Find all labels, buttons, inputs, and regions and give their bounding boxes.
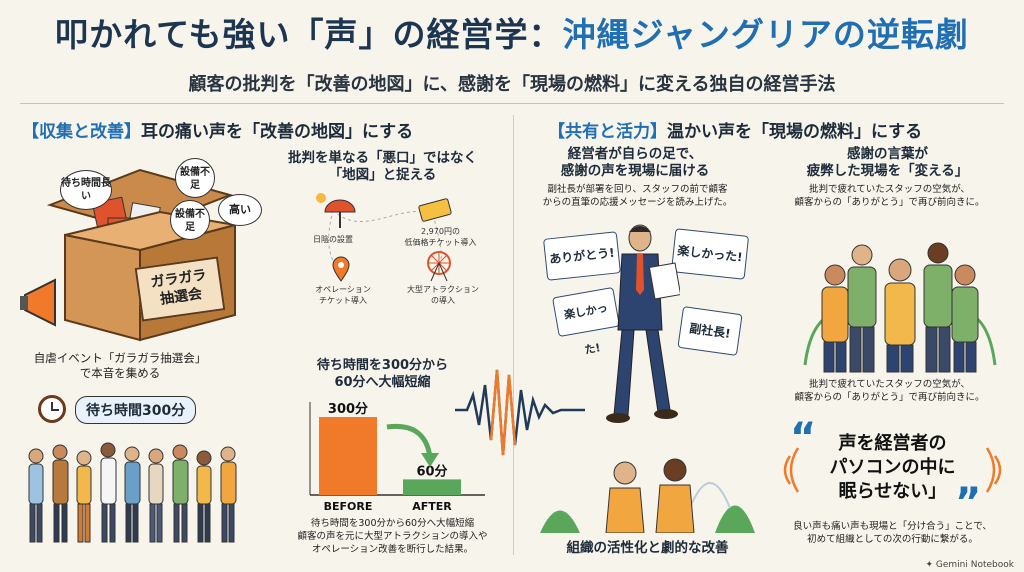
thanks-caption-top-line-2: 顧客からの「ありがとう」で再び前向きに。: [794, 197, 985, 208]
left-section-heading: 【収集と改善】耳の痛い声を「改善の地図」にする: [22, 117, 413, 142]
thanks-heading-line-2: 疲弊した現場を「変える」: [806, 163, 969, 179]
right-section-title: 温かい声を「現場の燃料」にする: [667, 122, 923, 142]
close-quote-mark: ”: [955, 480, 982, 526]
chart-heading: 待ち時間を300分から 60分へ大幅短縮: [300, 357, 465, 391]
map-item-label-4: 大型アトラクション の導入: [407, 285, 479, 305]
chart-heading-line-2: 60分へ大幅短縮: [334, 375, 431, 390]
thanks-caption-top: 批判で疲れていたスタッフの空気が、 顧客からの「ありがとう」で再び前向きに。: [782, 183, 997, 209]
bubble-facility-shortage-1: 設備不足: [175, 158, 215, 198]
category-label-after: AFTER: [412, 500, 452, 513]
box-sign: ガラガラ抽選会: [134, 256, 226, 322]
thanks-caption-bottom: 批判で疲れていたスタッフの空気が、 顧客からの「ありがとう」で再び前向きに。: [782, 378, 997, 404]
chart-caption-line-1: 待ち時間を300分から60分へ大幅短縮: [310, 518, 475, 529]
ticket-icon: [418, 198, 454, 222]
chart-caption-line-3: オペレーション改善を断行した結果。: [311, 544, 474, 555]
wait-time-chart-svg: 300分 BEFORE 60分 AFTER: [309, 401, 485, 513]
ceo-heading-line-1: 経営者が自らの足で、: [567, 146, 703, 162]
reduction-arrow-head-icon: [421, 453, 439, 467]
note-fun-2: 楽しかった!: [670, 228, 750, 280]
crowd-graphic: [28, 442, 237, 543]
category-label-before: BEFORE: [324, 500, 373, 513]
bar-after: [403, 479, 461, 495]
bubble-expensive: 高い: [218, 194, 262, 226]
event-caption-line-2: で本音を集める: [79, 366, 161, 380]
title-part-1: 叩かれても強い「声」の経営学：: [55, 15, 563, 54]
right-section-heading: 【共有と活力】温かい声を「現場の燃料」にする: [548, 117, 922, 142]
page-title: 叩かれても強い「声」の経営学：沖縄ジャングリアの逆転劇: [0, 8, 1024, 56]
ceo-heading: 経営者が自らの足で、 感謝の声を現場に届ける: [535, 146, 735, 180]
ceo-heading-line-2: 感謝の声を現場に届ける: [560, 163, 710, 179]
improvement-map: 日陰の設置 2,970円の 低価格チケット導入 オペレーション チケット導入 大…: [293, 190, 493, 320]
map-item-label-2: 2,970円の 低価格チケット導入: [404, 227, 477, 247]
map-heading-line-1: 批判を単なる「悪口」ではなく: [288, 150, 477, 166]
quote-line-1: 声を経営者の: [838, 433, 947, 454]
map-pin-icon: [331, 256, 351, 282]
header-divider: [20, 103, 1004, 104]
map-heading: 批判を単なる「悪口」ではなく 「地図」と捉える: [280, 150, 485, 184]
quote-line-2: パソコンの中に: [829, 457, 956, 478]
footer-brand: ✦ Gemini Notebook: [925, 560, 1014, 570]
ceo-caption: 副社長が部署を回り、スタッフの前で顧客 からの直筆の応援メッセージを読み上げた。: [530, 183, 745, 209]
page-subtitle: 顧客の批判を「改善の地図」に、感謝を「現場の燃料」に変える独自の経営手法: [188, 74, 836, 95]
wait-time-chart: 300分 BEFORE 60分 AFTER: [305, 397, 490, 517]
sound-wave-left-icon: [780, 440, 800, 500]
bubble-facility-shortage-2: 設備不足: [170, 200, 210, 240]
staff-illustration: [800, 225, 1000, 375]
executive-illustration: [600, 220, 682, 430]
thanks-heading-line-1: 感謝の言葉が: [847, 146, 928, 162]
footer-brand-text: Gemini Notebook: [935, 560, 1014, 570]
thanks-heading: 感謝の言葉が 疲弊した現場を「変える」: [790, 146, 985, 180]
map-item-label-1: 日陰の設置: [313, 235, 353, 244]
thanks-caption-top-line-1: 批判で疲れていたスタッフの空気が、: [808, 184, 971, 195]
box-sign-text: ガラガラ抽選会: [149, 267, 208, 308]
quote-caption-line-1: 良い声も痛い声も現場と「分け合う」ことで、: [793, 521, 992, 532]
map-item-label-3: オペレーション チケット導入: [315, 285, 371, 305]
title-part-2: 沖縄ジャングリアの逆転劇: [562, 15, 969, 54]
thanks-caption-bottom-line-2: 顧客からの「ありがとう」で再び前向きに。: [794, 392, 985, 403]
event-caption: 自虐イベント「ガラガラ抽選会」 で本音を集める: [20, 351, 220, 381]
bar-value-label-before: 300分: [328, 401, 368, 417]
ceo-caption-line-2: からの直筆の応援メッセージを読み上げた。: [542, 197, 733, 208]
note-vice-president: 副社長!: [677, 306, 743, 356]
quote-text: 声を経営者の パソコンの中に 眠らせない」: [805, 432, 980, 504]
bubble-wait-long: 待ち時間長い: [60, 170, 112, 210]
ferris-wheel-icon: [425, 250, 453, 282]
sun-umbrella-icon: [313, 190, 359, 230]
bar-before: [319, 417, 377, 495]
event-caption-line-1: 自虐イベント「ガラガラ抽選会」: [33, 351, 207, 365]
chart-heading-line-1: 待ち時間を300分から: [316, 358, 449, 373]
sound-wave-right-icon: [985, 440, 1005, 500]
chart-caption-line-2: 顧客の声を元に大型アトラクションの導入や: [297, 531, 488, 542]
organization-illustration: [540, 448, 755, 534]
quote-caption: 良い声も痛い声も現場と「分け合う」ことで、 初めて組織としての次の行動に繋がる。: [775, 520, 1010, 546]
left-section-tag: 【収集と改善】: [22, 122, 141, 142]
organization-label: 組織の活性化と劇的な改善: [566, 540, 729, 556]
waiting-crowd-illustration: [22, 432, 247, 547]
complaint-box-illustration: ガラガラ抽選会 待ち時間長い 設備不足 設備不足 高い: [20, 150, 270, 350]
column-divider: [513, 115, 514, 555]
chart-caption: 待ち時間を300分から60分へ大幅短縮 顧客の声を元に大型アトラクションの導入や…: [280, 517, 505, 556]
bar-value-label-after: 60分: [416, 463, 447, 479]
sparkle-icon: ✦: [925, 560, 934, 570]
left-section-title: 耳の痛い声を「改善の地図」にする: [141, 122, 414, 142]
map-heading-line-2: 「地図」と捉える: [328, 167, 437, 183]
reduction-arrow-icon: [386, 423, 433, 458]
thanks-caption-bottom-line-1: 批判で疲れていたスタッフの空気が、: [808, 379, 971, 390]
right-section-tag: 【共有と活力】: [548, 122, 667, 142]
wait-time-label: 待ち時間300分: [75, 396, 197, 424]
quote-caption-line-2: 初めて組織としての次の行動に繋がる。: [807, 534, 978, 545]
ceo-caption-line-1: 副社長が部署を回り、スタッフの前で顧客: [547, 184, 728, 195]
voice-waveform-graphic: [455, 355, 585, 465]
clock-icon: [38, 395, 66, 423]
quote-line-3: 眠らせない」: [838, 481, 947, 502]
